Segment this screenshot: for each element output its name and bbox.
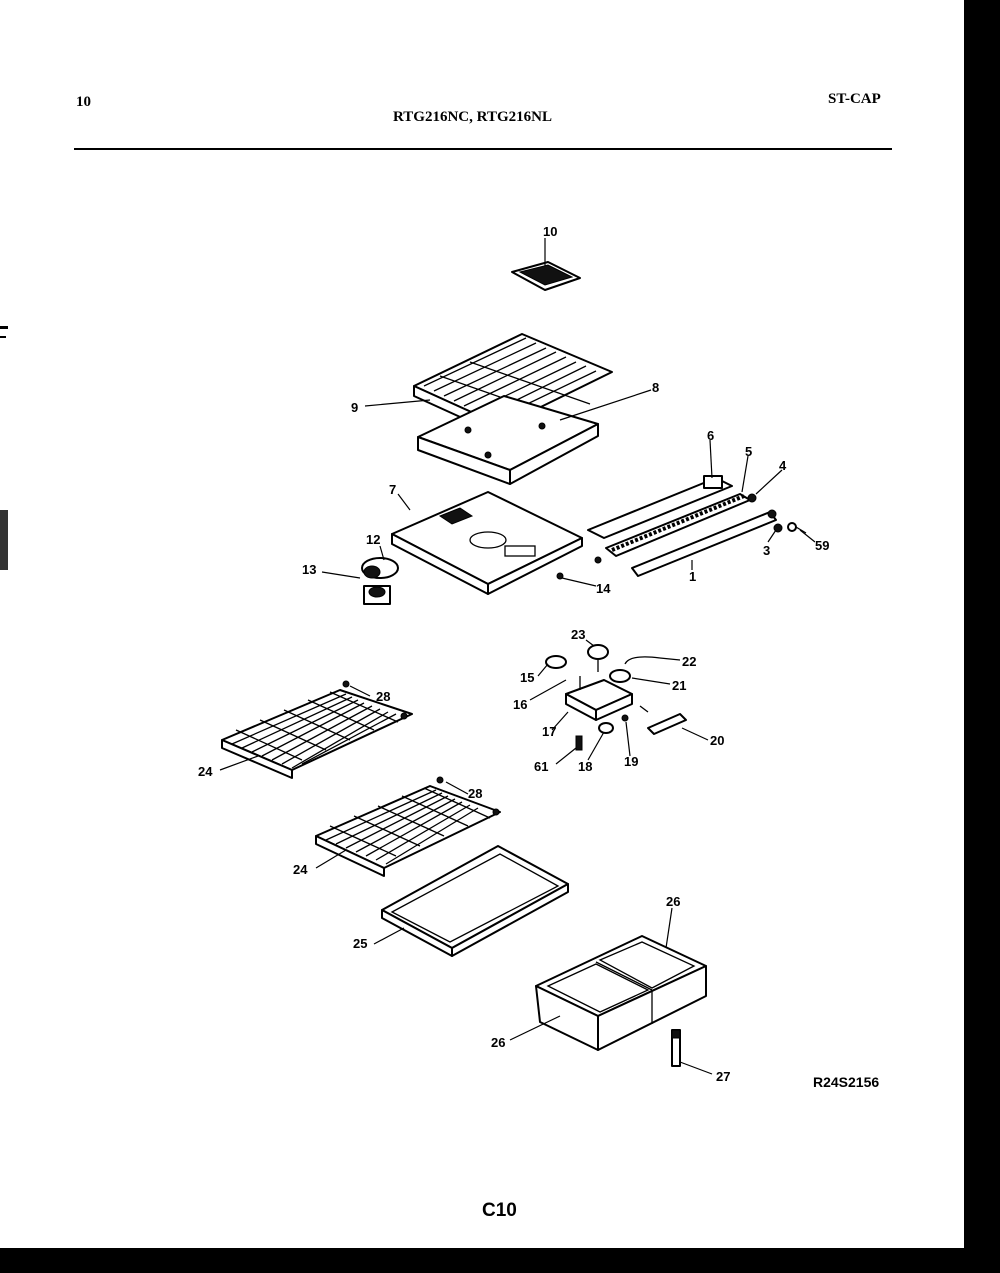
part-24-wire-shelf-upper <box>221 689 413 779</box>
callout-4: 4 <box>779 458 787 473</box>
callout-28-a: 28 <box>376 689 390 704</box>
part-8-shelf-panel <box>417 395 599 485</box>
parts-diagram-page: 10 RTG216NC, RTG216NL ST-CAP <box>0 0 964 1248</box>
callout-1: 1 <box>689 569 696 584</box>
part-61-screw <box>575 735 583 751</box>
part-26-crisper-drawers <box>535 935 707 1051</box>
part-screw-small <box>594 556 602 564</box>
callout-25: 25 <box>353 936 367 951</box>
callout-17: 17 <box>542 724 556 739</box>
callout-6: 6 <box>707 428 714 443</box>
callout-27: 27 <box>716 1069 730 1084</box>
callout-26-b: 26 <box>491 1035 505 1050</box>
part-22-wire <box>624 656 661 665</box>
callout-3: 3 <box>763 543 770 558</box>
part-23-knob <box>587 644 609 660</box>
part-7-crisper-cover-tray <box>391 491 583 595</box>
part-27-pin <box>671 1029 681 1067</box>
callout-9: 9 <box>351 400 358 415</box>
footer-page-code: C10 <box>482 1200 517 1221</box>
callout-23: 23 <box>571 627 585 642</box>
callout-21: 21 <box>672 678 686 693</box>
callout-15: 15 <box>520 670 534 685</box>
callout-5: 5 <box>745 444 752 459</box>
part-18-washer <box>598 722 614 734</box>
part-4-clip <box>747 493 757 503</box>
callout-8: 8 <box>652 380 659 395</box>
callout-20: 20 <box>710 733 724 748</box>
model-numbers: RTG216NC, RTG216NL <box>393 109 552 125</box>
part-24-wire-shelf-lower <box>315 785 501 877</box>
page-number: 10 <box>76 94 91 110</box>
part-59-screw <box>787 522 807 534</box>
callout-59: 59 <box>815 538 829 553</box>
callout-22: 22 <box>682 654 696 669</box>
callout-18: 18 <box>578 759 592 774</box>
leader-lines <box>219 238 816 1075</box>
section-code: ST-CAP <box>828 91 881 107</box>
callout-61: 61 <box>534 759 548 774</box>
callout-7: 7 <box>389 482 396 497</box>
callout-28-b: 28 <box>468 786 482 801</box>
callout-24-a: 24 <box>198 764 213 779</box>
part-25-glass-shelf <box>381 845 569 957</box>
part-1-rail <box>631 509 777 577</box>
part-28-shelf-clip-a <box>342 680 408 720</box>
callout-26-a: 26 <box>666 894 680 909</box>
scan-edge-marks <box>0 326 8 570</box>
callout-13: 13 <box>302 562 316 577</box>
callout-numbers: 10 9 8 6 5 4 3 59 1 7 12 13 14 23 22 15 … <box>198 224 829 1084</box>
callout-16: 16 <box>513 697 527 712</box>
part-14-screw <box>556 572 564 580</box>
callout-19: 19 <box>624 754 638 769</box>
callout-24-b: 24 <box>293 862 308 877</box>
control-assembly <box>545 644 687 751</box>
part-15-bulb <box>545 655 567 669</box>
part-20-bracket <box>647 713 687 735</box>
part-21-switch <box>609 669 631 683</box>
part-12-13-control-pieces <box>361 557 399 605</box>
part-19-screw <box>621 714 629 722</box>
callout-10: 10 <box>543 224 557 239</box>
part-28-shelf-clip-b <box>436 776 500 816</box>
part-6-rail <box>587 475 733 539</box>
callout-14: 14 <box>596 581 611 596</box>
callout-12: 12 <box>366 532 380 547</box>
drawing-code: R24S2156 <box>813 1074 879 1090</box>
part-10-grille <box>511 261 581 291</box>
